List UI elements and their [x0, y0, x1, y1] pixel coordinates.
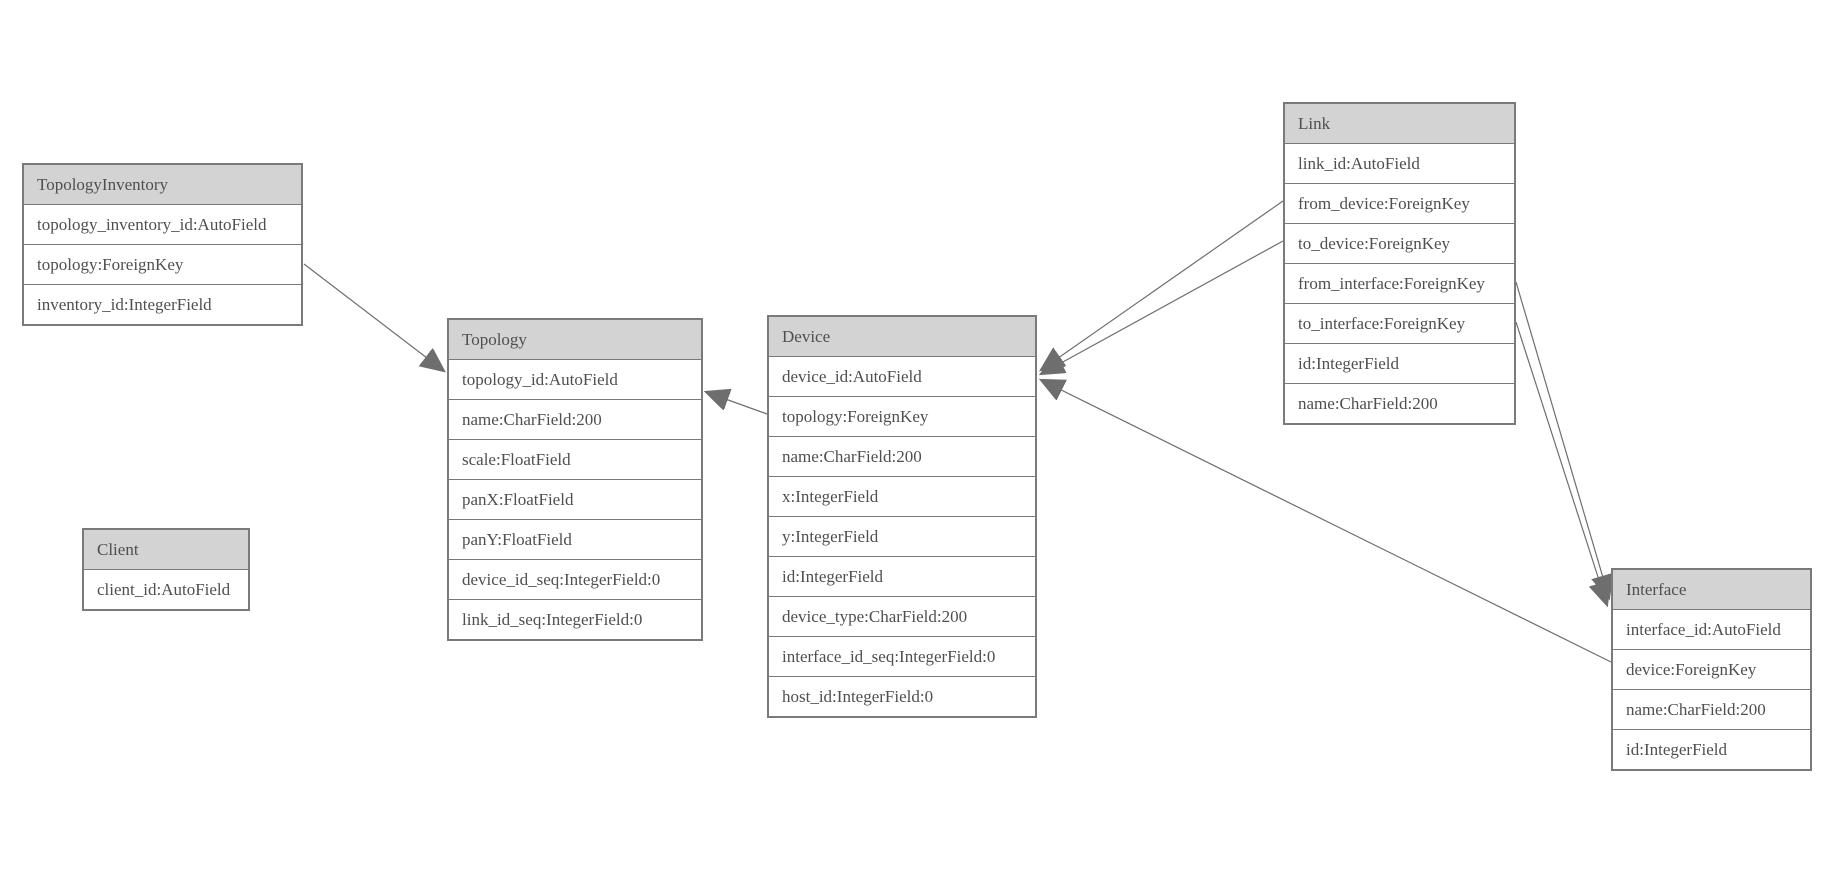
field-row: topology_inventory_id:AutoField: [24, 204, 301, 244]
field-row: device_id:AutoField: [769, 356, 1035, 396]
field-row: inventory_id:IntegerField: [24, 284, 301, 324]
field-row: device:ForeignKey: [1613, 649, 1810, 689]
edge-link-fromdevice-device: [1041, 200, 1284, 370]
field-row: link_id_seq:IntegerField:0: [449, 599, 701, 639]
field-row: client_id:AutoField: [84, 569, 248, 609]
edge-link-tointerface-interface: [1515, 321, 1607, 605]
field-row: device_id_seq:IntegerField:0: [449, 559, 701, 599]
field-row: panX:FloatField: [449, 479, 701, 519]
entity-client-title: Client: [84, 530, 248, 569]
entity-client: Client client_id:AutoField: [82, 528, 250, 611]
field-row: interface_id:AutoField: [1613, 609, 1810, 649]
field-row: id:IntegerField: [769, 556, 1035, 596]
field-row: link_id:AutoField: [1285, 143, 1514, 183]
field-row: id:IntegerField: [1285, 343, 1514, 383]
edge-link-frominterface-interface: [1515, 281, 1609, 598]
field-row: interface_id_seq:IntegerField:0: [769, 636, 1035, 676]
entity-client-fields: client_id:AutoField: [84, 569, 248, 609]
edge-topologyinventory-topology: [303, 263, 444, 371]
entity-topologyinventory: TopologyInventory topology_inventory_id:…: [22, 163, 303, 326]
field-row: from_device:ForeignKey: [1285, 183, 1514, 223]
field-row: name:CharField:200: [769, 436, 1035, 476]
field-row: topology_id:AutoField: [449, 359, 701, 399]
entity-device-title: Device: [769, 317, 1035, 356]
field-row: topology:ForeignKey: [769, 396, 1035, 436]
field-row: from_interface:ForeignKey: [1285, 263, 1514, 303]
field-row: to_interface:ForeignKey: [1285, 303, 1514, 343]
field-row: panY:FloatField: [449, 519, 701, 559]
field-row: name:CharField:200: [449, 399, 701, 439]
field-row: device_type:CharField:200: [769, 596, 1035, 636]
field-row: name:CharField:200: [1613, 689, 1810, 729]
field-row: to_device:ForeignKey: [1285, 223, 1514, 263]
entity-topology-title: Topology: [449, 320, 701, 359]
field-row: name:CharField:200: [1285, 383, 1514, 423]
field-row: scale:FloatField: [449, 439, 701, 479]
field-row: host_id:IntegerField:0: [769, 676, 1035, 716]
field-row: x:IntegerField: [769, 476, 1035, 516]
field-row: y:IntegerField: [769, 516, 1035, 556]
field-row: topology:ForeignKey: [24, 244, 301, 284]
edge-device-topology: [706, 392, 768, 415]
entity-interface-title: Interface: [1613, 570, 1810, 609]
entity-link-title: Link: [1285, 104, 1514, 143]
field-row: id:IntegerField: [1613, 729, 1810, 769]
edge-link-todevice-device: [1041, 240, 1284, 374]
entity-topologyinventory-title: TopologyInventory: [24, 165, 301, 204]
